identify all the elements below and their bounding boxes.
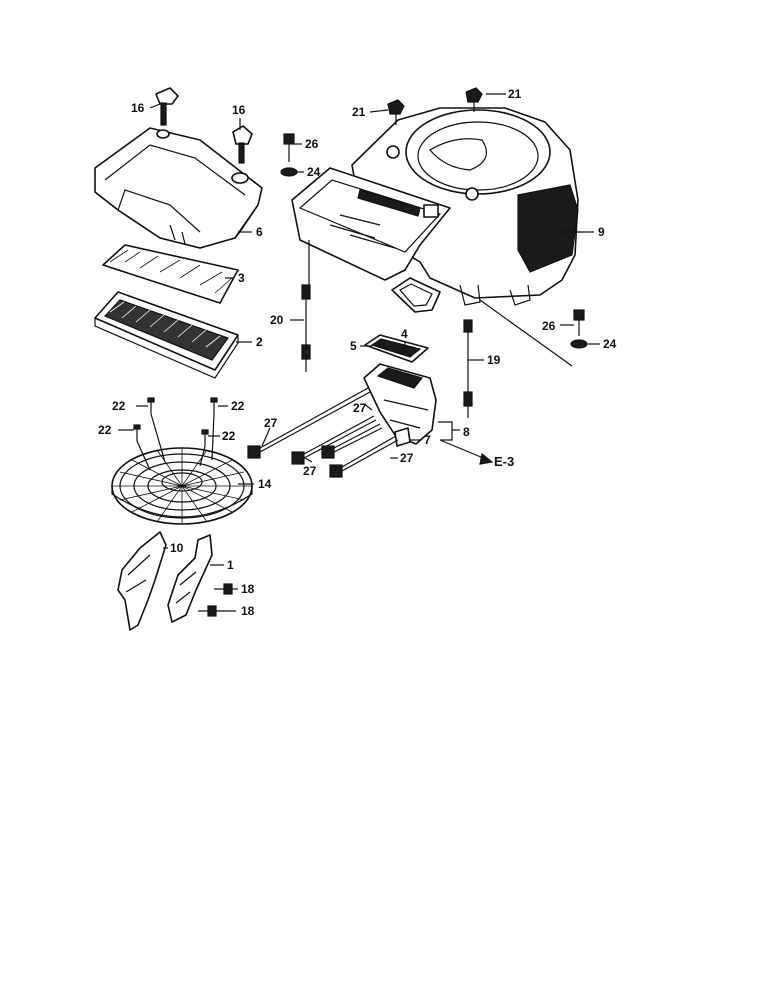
screw-22-d xyxy=(201,429,209,446)
label-26-upper: 26 xyxy=(305,137,319,151)
screw-22-c xyxy=(133,424,141,441)
label-22-d: 22 xyxy=(222,429,236,443)
label-1: 1 xyxy=(227,558,234,572)
gasket-5 xyxy=(364,334,429,363)
label-22-c: 22 xyxy=(98,423,112,437)
label-16-left: 16 xyxy=(131,101,145,115)
label-8: 8 xyxy=(463,425,470,439)
label-16-right: 16 xyxy=(232,103,246,117)
air-cleaner-cover xyxy=(94,127,263,249)
label-2: 2 xyxy=(256,335,263,349)
grass-screen xyxy=(111,447,253,525)
bolt-18-a xyxy=(214,583,233,595)
label-20: 20 xyxy=(270,313,284,327)
bolt-27-d xyxy=(329,435,399,478)
stud-20 xyxy=(301,284,311,372)
washer-24-lower xyxy=(570,339,588,349)
leader-lines xyxy=(118,93,600,612)
label-27-b: 27 xyxy=(353,401,367,415)
label-5: 5 xyxy=(350,339,357,353)
label-14: 14 xyxy=(258,477,272,491)
washer-24-upper xyxy=(280,167,298,177)
label-26-lower: 26 xyxy=(542,319,556,333)
screw-22-b xyxy=(210,397,218,414)
label-18-a: 18 xyxy=(241,582,255,596)
bolt-27-c xyxy=(321,423,383,459)
label-3: 3 xyxy=(238,271,245,285)
label-9: 9 xyxy=(598,225,605,239)
nut-21-right xyxy=(465,87,483,112)
bolt-18-b xyxy=(198,605,217,617)
label-18-b: 18 xyxy=(241,604,255,618)
label-24-upper: 24 xyxy=(307,165,321,179)
label-19: 19 xyxy=(487,353,501,367)
bolt-26-upper xyxy=(283,133,295,162)
label-21-left: 21 xyxy=(352,105,366,119)
stud-19 xyxy=(463,319,473,418)
label-6: 6 xyxy=(256,225,263,239)
paper-filter-element xyxy=(94,291,239,379)
label-22-b: 22 xyxy=(231,399,245,413)
label-27-a: 27 xyxy=(264,416,278,430)
label-27-c: 27 xyxy=(303,464,317,478)
bolt-27-a xyxy=(247,387,371,459)
label-27-d: 27 xyxy=(400,451,414,465)
label-21-right: 21 xyxy=(508,87,522,101)
screw-22-a xyxy=(147,397,155,414)
intake-elbow xyxy=(363,363,437,447)
bolt-27-b xyxy=(291,415,377,465)
label-ref-e3: E-3 xyxy=(494,454,514,469)
fan-shroud xyxy=(291,107,579,313)
label-24-lower: 24 xyxy=(603,337,617,351)
nut-21-left xyxy=(387,99,405,125)
label-7: 7 xyxy=(424,433,431,447)
label-10: 10 xyxy=(170,541,184,555)
cover-knob-right xyxy=(232,125,253,164)
bolt-26-lower xyxy=(573,309,585,336)
label-4: 4 xyxy=(401,327,408,341)
label-22-a: 22 xyxy=(112,399,126,413)
bracket-10 xyxy=(117,531,167,631)
foam-filter-element xyxy=(102,244,239,304)
bracket-1 xyxy=(167,534,213,623)
cover-knob-left xyxy=(155,87,179,126)
